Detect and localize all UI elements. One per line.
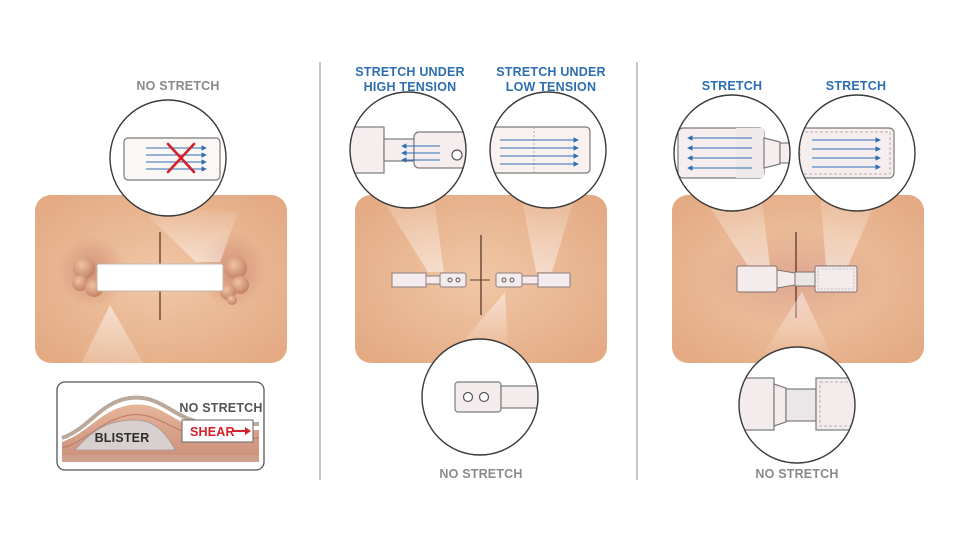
panel3-bottom-label: NO STRETCH [755, 467, 838, 481]
magnifier-strip-end [109, 99, 227, 217]
magnifier-cone [764, 292, 830, 352]
magnifier-stretch-left [673, 94, 791, 212]
magnifier-cone [72, 305, 154, 382]
blister-bubble [74, 419, 176, 451]
high-tension-label-line1: STRETCH UNDER [355, 65, 465, 79]
magnifier-high-tension [349, 91, 467, 209]
panel-no-stretch: BLISTER NO STRETCH SHEAR NO STRETCH [35, 79, 287, 471]
high-tension-label-line2: HIGH TENSION [364, 80, 457, 94]
hole-icon [462, 391, 474, 403]
red-x-icon [166, 142, 196, 174]
hole-icon [478, 391, 490, 403]
magnifier-stretch-right [798, 94, 916, 212]
magnifier-no-stretch [738, 346, 856, 464]
shear-arrow-icon [232, 427, 251, 435]
shear-label: SHEAR [190, 425, 235, 439]
stretch-left-label: STRETCH [702, 79, 762, 93]
blister-inset: BLISTER NO STRETCH SHEAR [56, 381, 265, 471]
tension-arrows-icon [500, 137, 579, 167]
blister-bumps [72, 257, 249, 305]
stretch-strip [736, 265, 858, 293]
stretch-right-label: STRETCH [826, 79, 886, 93]
hole-icon [451, 149, 463, 161]
left-tension-strip [391, 272, 467, 288]
inset-no-stretch-label: NO STRETCH [179, 401, 262, 415]
low-tension-label-line2: LOW TENSION [506, 80, 596, 94]
low-tension-label-line1: STRETCH UNDER [496, 65, 606, 79]
tension-arrows-icon [687, 135, 752, 171]
panel1-top-label: NO STRETCH [136, 79, 219, 93]
magnifier-cone [148, 210, 238, 262]
magnifier-no-stretch [421, 338, 539, 456]
magnifier-cone [460, 292, 508, 348]
tension-arrows-icon [812, 137, 881, 170]
closure-strip [96, 263, 224, 292]
magnifier-cone [520, 190, 575, 272]
blister-label: BLISTER [95, 431, 150, 445]
panel-tension-comparison: STRETCH UNDER HIGH TENSION STRETCH UNDER… [349, 65, 607, 481]
panel-stretch: STRETCH STRETCH NO STRETCH [672, 79, 924, 481]
panel2-bottom-label: NO STRETCH [439, 467, 522, 481]
magnifier-low-tension [489, 91, 607, 209]
right-tension-strip [495, 272, 571, 288]
tension-arrows-icon [401, 143, 440, 163]
